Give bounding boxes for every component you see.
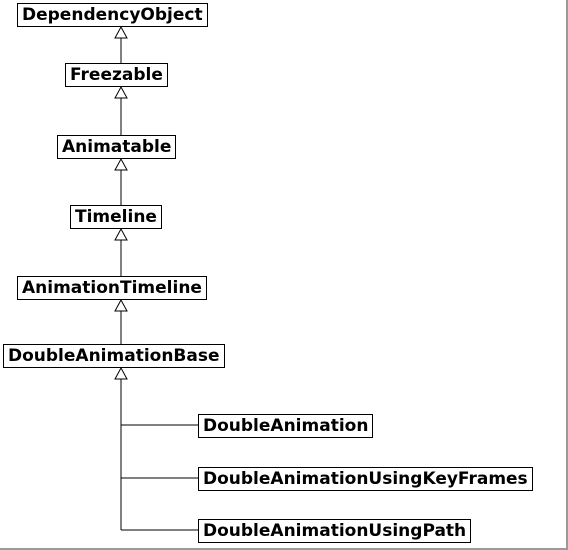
node-animationtimeline: AnimationTimeline <box>17 276 207 300</box>
inheritance-arrowhead <box>114 85 128 99</box>
node-doubleanimation: DoubleAnimation <box>198 414 374 438</box>
node-doubleanimationusingpath: DoubleAnimationUsingPath <box>198 519 472 543</box>
node-doubleanimationusingkeyframes: DoubleAnimationUsingKeyFrames <box>198 467 533 491</box>
node-animatable: Animatable <box>57 135 177 159</box>
node-timeline: Timeline <box>70 205 162 229</box>
node-doubleanimationbase: DoubleAnimationBase <box>3 344 225 368</box>
node-freezable: Freezable <box>65 63 168 87</box>
node-dependencyobject: DependencyObject <box>17 3 208 27</box>
inheritance-arrowhead <box>114 366 128 380</box>
inheritance-arrowhead <box>114 157 128 171</box>
inheritance-arrowhead <box>114 298 128 312</box>
inheritance-arrowhead <box>114 25 128 39</box>
inheritance-arrowhead <box>114 227 128 241</box>
